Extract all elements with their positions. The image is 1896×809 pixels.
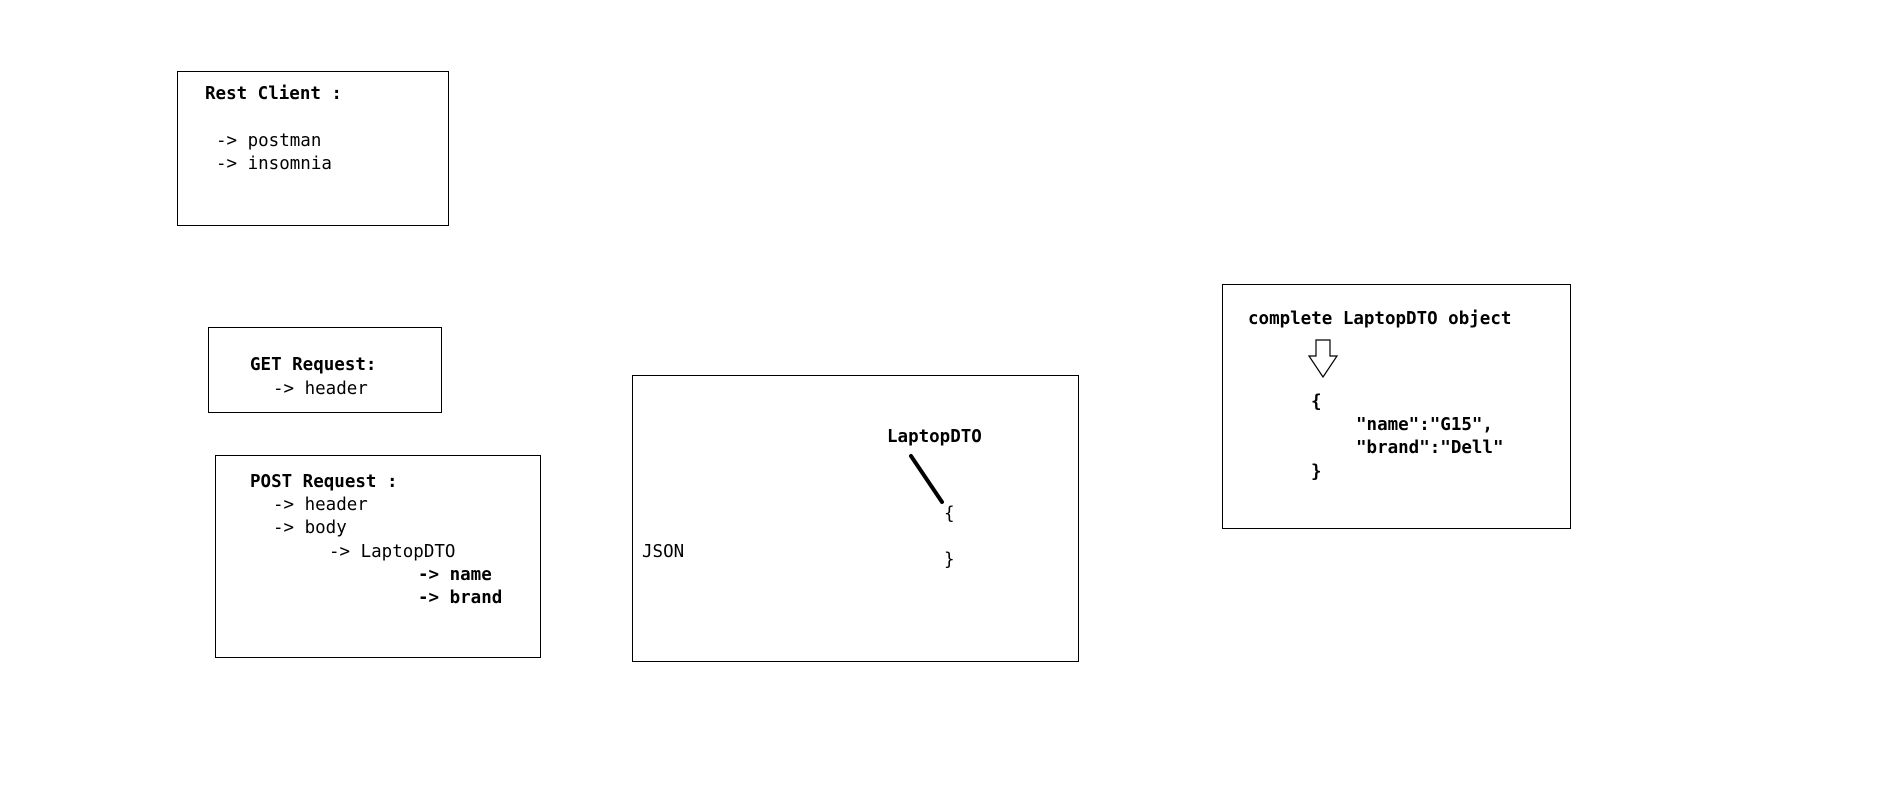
- post-request-item-header: -> header: [273, 495, 368, 515]
- get-request-title: GET Request:: [250, 355, 377, 375]
- complete-object-close-brace: }: [1311, 462, 1322, 482]
- complete-object-line-brand: "brand":"Dell": [1356, 438, 1504, 458]
- complete-object-open-brace: {: [1311, 392, 1322, 412]
- json-close-brace: }: [944, 550, 955, 570]
- post-request-item-body: -> body: [273, 518, 347, 538]
- json-panel-box: [632, 375, 1079, 662]
- json-label: JSON: [642, 542, 685, 562]
- complete-object-title: complete LaptopDTO object: [1248, 309, 1512, 329]
- post-request-field-name: -> name: [418, 565, 492, 585]
- post-request-field-brand: -> brand: [418, 588, 503, 608]
- json-dto-label: LaptopDTO: [887, 427, 982, 447]
- post-request-box: [215, 455, 541, 658]
- rest-client-box: [177, 71, 449, 226]
- post-request-title: POST Request :: [250, 472, 398, 492]
- complete-object-box: [1222, 284, 1571, 529]
- complete-object-line-name: "name":"G15",: [1356, 415, 1493, 435]
- down-arrow-icon: [1307, 339, 1339, 379]
- post-request-item-laptopdto: -> LaptopDTO: [329, 542, 456, 562]
- rest-client-item-insomnia: -> insomnia: [216, 154, 332, 174]
- rest-client-item-postman: -> postman: [216, 131, 322, 151]
- get-request-item-header: -> header: [273, 379, 368, 399]
- json-open-brace: {: [944, 504, 955, 524]
- rest-client-title: Rest Client :: [205, 84, 342, 104]
- connector-line: [909, 454, 944, 504]
- get-request-box: [208, 327, 442, 413]
